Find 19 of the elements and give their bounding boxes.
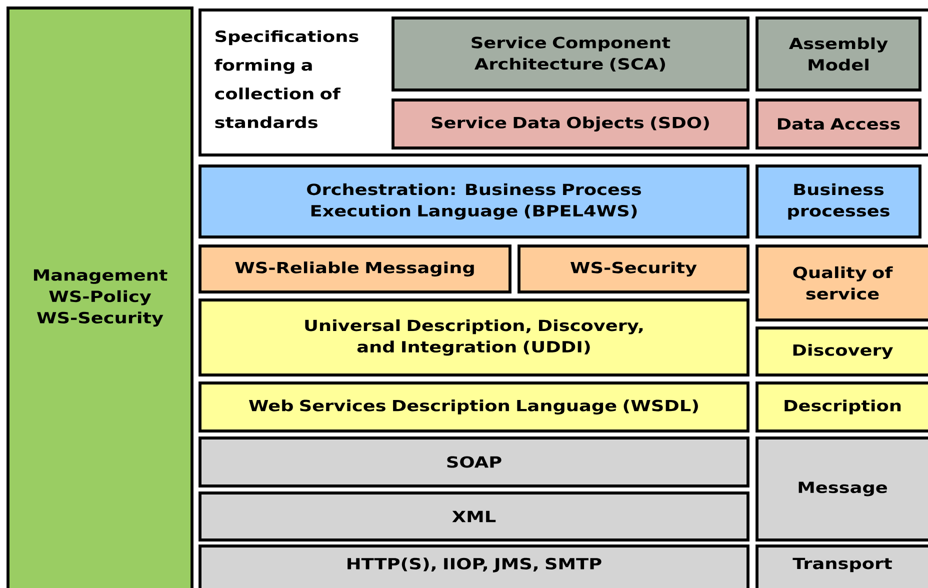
layer-box: WS-Reliable Messaging xyxy=(198,244,512,294)
layer-box: Web Services Description Language (WSDL) xyxy=(198,382,750,432)
layer-box: HTTP(S), IIOP, JMS, SMTP xyxy=(198,544,750,588)
layer-box: Universal Description, Discovery, and Integration (UDDI) xyxy=(198,298,750,376)
layer-box: Management WS-Policy WS-Security xyxy=(6,6,194,588)
layer-box: Data Access xyxy=(756,98,922,150)
layer-box: Business processes xyxy=(756,164,922,238)
layer-box: Orchestration: Business Process Execution Language (BPEL4WS) xyxy=(198,164,750,238)
layer-box: Quality of service xyxy=(756,244,928,322)
layer-box: Message xyxy=(756,436,928,542)
layer-box: Description xyxy=(756,382,928,432)
layer-box: XML xyxy=(198,492,750,542)
layer-box: Service Data Objects (SDO) xyxy=(392,98,750,150)
layer-box: WS-Security xyxy=(518,244,750,294)
layer-box: Discovery xyxy=(756,326,928,376)
layer-box: SOAP xyxy=(198,436,750,488)
layer-box: Transport xyxy=(756,544,928,588)
layer-box: Assembly Model xyxy=(756,16,922,92)
layer-box: Service Component Architecture (SCA) xyxy=(392,16,750,92)
